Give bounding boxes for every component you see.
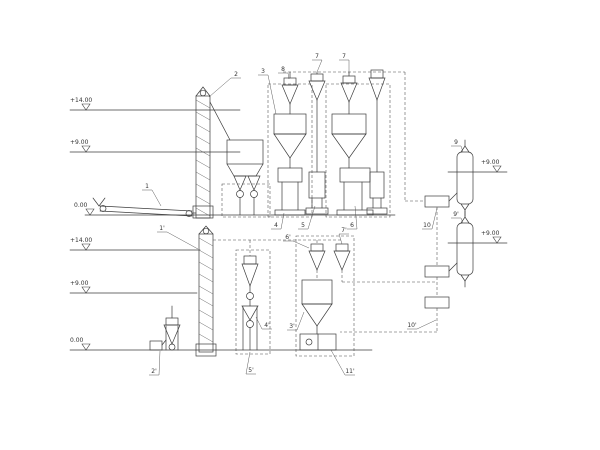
elevation-label: +9.00 bbox=[481, 230, 500, 237]
bin-3-prime-ducts bbox=[316, 270, 343, 282]
equipment-label: 9 bbox=[451, 139, 464, 153]
elevation-label: +9.00 bbox=[70, 280, 89, 287]
equipment-label-text: 6' bbox=[285, 234, 291, 241]
equipment-label-text: 7' bbox=[341, 227, 347, 234]
equipment-label: 5' bbox=[245, 351, 256, 375]
elevation-marker: +14.00 bbox=[70, 97, 92, 111]
bucket-elevator-upper bbox=[192, 86, 231, 219]
elevation-marker: +9.00 bbox=[481, 230, 502, 244]
equipment-label-text: 1' bbox=[159, 225, 165, 232]
cyclone-line-b bbox=[331, 69, 388, 216]
equipment-label: 2' bbox=[149, 350, 161, 376]
fan-units bbox=[424, 192, 458, 309]
elevation-marker: +9.00 bbox=[70, 139, 91, 153]
equipment-label: 6' bbox=[283, 234, 310, 249]
belt-conveyor bbox=[92, 197, 197, 217]
bin-3-prime bbox=[299, 243, 351, 351]
elevation-lines bbox=[69, 109, 508, 351]
equipment-label-text: 10' bbox=[407, 322, 417, 329]
equipment-label: 7 bbox=[339, 53, 350, 74]
equipment-label: 4' bbox=[255, 316, 272, 330]
filter-9-prime bbox=[456, 210, 474, 288]
equipment-label: 6 bbox=[347, 205, 358, 230]
equipment-label-text: 4' bbox=[264, 322, 270, 329]
elevation-label: +14.00 bbox=[70, 97, 92, 104]
equipment-label-text: 2 bbox=[234, 71, 238, 78]
unit-2-prime bbox=[149, 305, 181, 351]
elevation-marker: 0.00 bbox=[70, 337, 91, 351]
equipment-label: 3' bbox=[287, 311, 305, 331]
equipment-label: 5 bbox=[298, 205, 316, 230]
equipment-label: 1' bbox=[157, 225, 199, 250]
elevation-label: +14.00 bbox=[70, 237, 92, 244]
cyclone-line-a bbox=[273, 71, 307, 216]
surge-bin bbox=[226, 139, 264, 216]
equipment-label-text: 1 bbox=[145, 183, 149, 190]
equipment-label-text: 3' bbox=[289, 323, 295, 330]
equipment-label: 3 bbox=[258, 68, 277, 115]
equipment-label-text: 5 bbox=[301, 222, 305, 229]
cyclone-4-prime bbox=[241, 255, 259, 351]
equipment-label: 9' bbox=[451, 211, 464, 224]
elevation-marker: +9.00 bbox=[70, 280, 91, 294]
equipment-label: 11' bbox=[330, 349, 355, 376]
equipment-label-text: 7 bbox=[315, 53, 319, 60]
duct-lines-lower bbox=[213, 239, 342, 256]
equipment-label: 10 bbox=[422, 207, 438, 230]
equipment-label: 8 bbox=[278, 66, 290, 80]
equipment-label-text: 7 bbox=[342, 53, 346, 60]
equipment-label-text: 2' bbox=[151, 368, 157, 375]
equipment-label-text: 10 bbox=[423, 222, 431, 229]
equipment-label: 2 bbox=[208, 71, 241, 98]
filter-9 bbox=[456, 139, 474, 217]
enclosure-bin-3p bbox=[295, 235, 355, 357]
elevation-marker: 0.00 bbox=[74, 202, 95, 216]
bucket-elevator-lower bbox=[195, 225, 217, 357]
equipment-label-text: 6 bbox=[350, 222, 354, 229]
dust-filter-mid bbox=[305, 71, 329, 215]
equipment-label-text: 9' bbox=[453, 211, 459, 218]
equipment-label-text: 3 bbox=[261, 68, 265, 75]
equipment-label-text: 4 bbox=[274, 222, 278, 229]
equipment-label-text: 11' bbox=[345, 368, 355, 375]
equipment-label: 10' bbox=[407, 319, 437, 330]
enclosure-cyclone-4p bbox=[235, 249, 271, 355]
equipment-label-text: 9 bbox=[454, 139, 458, 146]
elevation-marker: +9.00 bbox=[481, 159, 502, 173]
elevation-label: +9.00 bbox=[481, 159, 500, 166]
duct-lines-upper bbox=[283, 71, 425, 202]
equipment-label: 7' bbox=[338, 227, 349, 245]
equipment-label: 1 bbox=[142, 183, 162, 207]
enclosure-line-a bbox=[267, 83, 313, 218]
enclosure-surge-bin bbox=[221, 183, 271, 218]
elevation-marker: +14.00 bbox=[70, 237, 92, 251]
equipment-label: 4 bbox=[271, 212, 285, 230]
elevation-label: +9.00 bbox=[70, 139, 89, 146]
elevation-label: 0.00 bbox=[74, 202, 88, 209]
duct-lines-right bbox=[340, 207, 438, 333]
equipment-label-text: 5' bbox=[248, 367, 254, 374]
elevation-label: 0.00 bbox=[70, 337, 84, 344]
enclosure-line-b bbox=[325, 83, 391, 218]
equipment-label: 7 bbox=[312, 53, 323, 73]
equipment-label-text: 8 bbox=[281, 66, 285, 73]
